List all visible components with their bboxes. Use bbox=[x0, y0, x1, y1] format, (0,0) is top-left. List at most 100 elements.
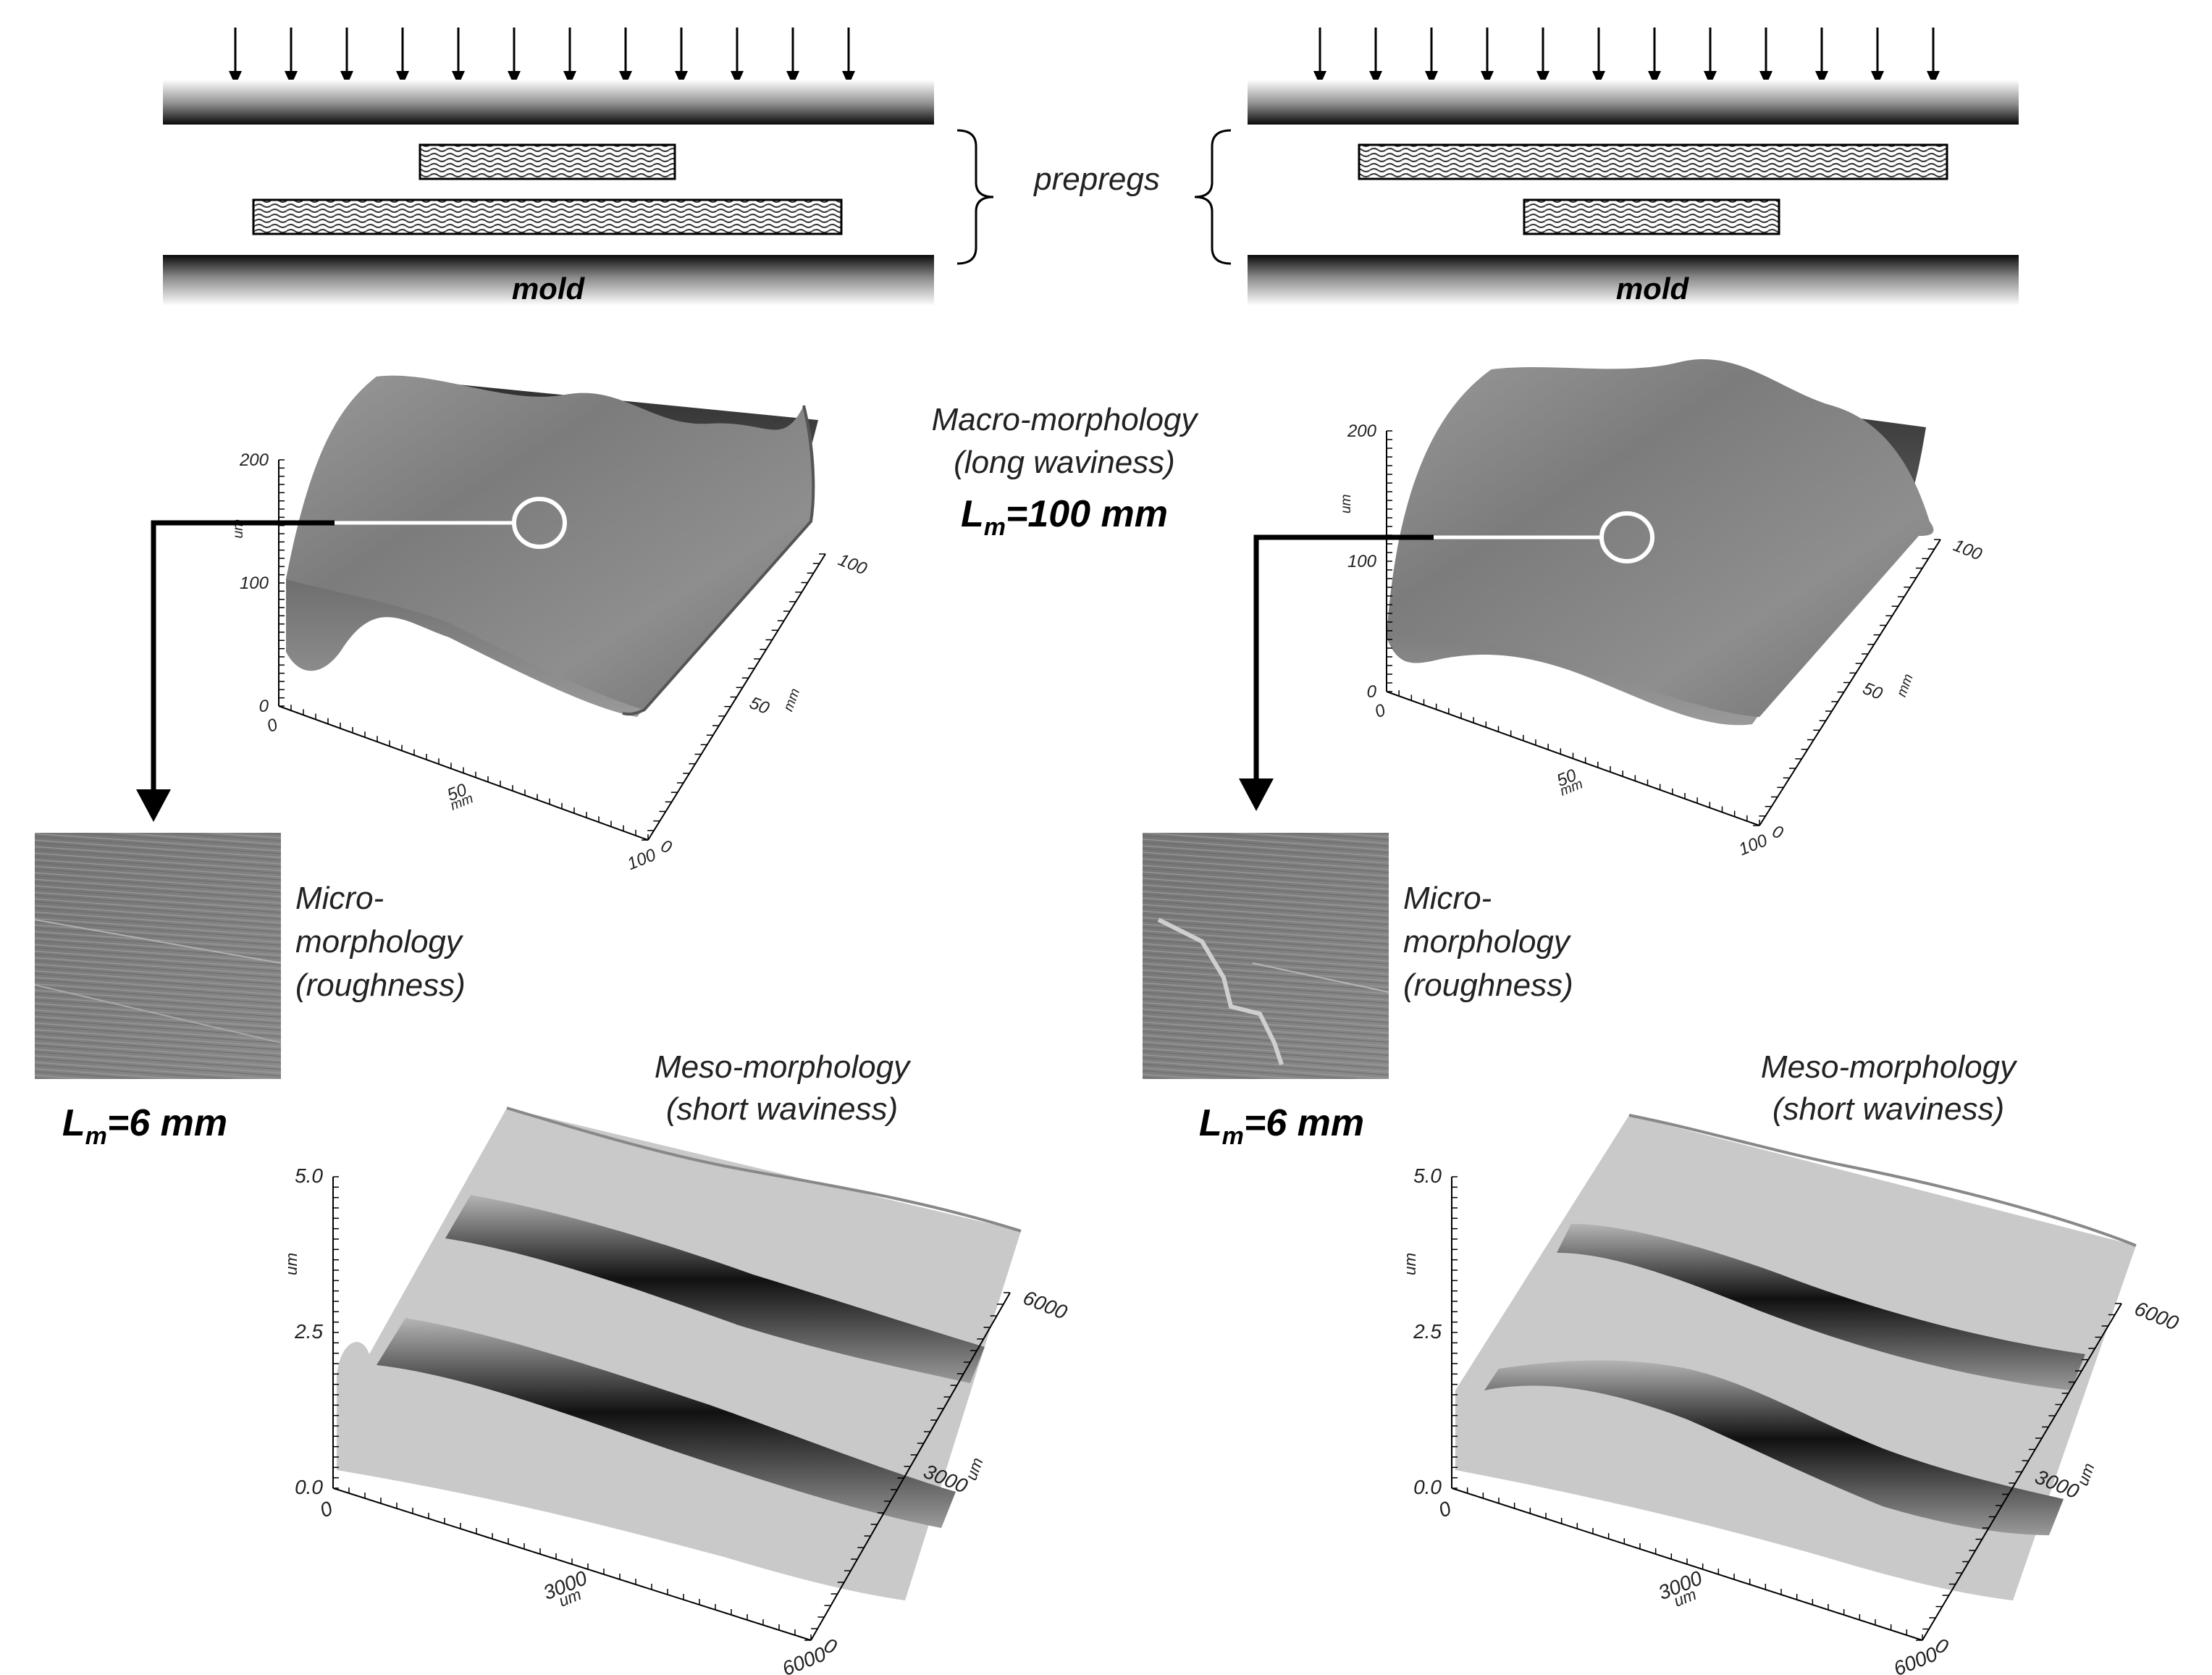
pressure-arrow-head bbox=[842, 71, 855, 85]
z-tick-label: 0.0 bbox=[295, 1476, 323, 1498]
x-tick-label: 100 bbox=[1736, 831, 1771, 860]
macro-caption: Macro-morphology (long waviness) Lm=100 … bbox=[932, 402, 1200, 541]
micro-caption-left: Micro- morphology (roughness) bbox=[295, 881, 466, 1003]
micro-image-right bbox=[1143, 833, 1389, 1079]
prepregs-label: prepregs bbox=[1033, 161, 1160, 197]
z-tick-label: 0.0 bbox=[1413, 1476, 1442, 1498]
y-tick-label: 50 bbox=[1860, 679, 1885, 704]
z-unit-label: um bbox=[1401, 1253, 1419, 1275]
meso-subtitle: (short waviness) bbox=[666, 1091, 898, 1127]
micro-measure-length-right: Lm=6 mm bbox=[1199, 1102, 1364, 1150]
pressure-arrow-head bbox=[1759, 71, 1772, 85]
upper-press-plate bbox=[163, 80, 934, 125]
y-tick-label: 6000 bbox=[1020, 1286, 1071, 1324]
y-tick-label: 0 bbox=[1770, 822, 1786, 844]
y-unit-label: um bbox=[2074, 1461, 2098, 1488]
meso-caption-right: Meso-morphology (short waviness) bbox=[1761, 1049, 2018, 1127]
meso-surface-right bbox=[1455, 1114, 2137, 1600]
pressure-arrow-head bbox=[1927, 71, 1940, 85]
brace-right-facing bbox=[956, 129, 994, 265]
pressure-arrows bbox=[229, 28, 855, 85]
prepreg-lower bbox=[252, 198, 843, 235]
z-unit-label: um bbox=[1339, 494, 1354, 513]
meso-subtitle: (short waviness) bbox=[1772, 1091, 2004, 1127]
z-tick-label: 0 bbox=[1367, 682, 1377, 702]
pressure-arrow-head bbox=[396, 71, 409, 85]
pressure-arrow-head bbox=[340, 71, 353, 85]
micro-line3: (roughness) bbox=[295, 967, 466, 1003]
micro-measure-length-left: Lm=6 mm bbox=[62, 1102, 227, 1150]
meso-title: Meso-morphology bbox=[1761, 1049, 2018, 1085]
z-tick-label: 0 bbox=[259, 697, 269, 716]
micro-line3: (roughness) bbox=[1403, 967, 1573, 1003]
mold-label: mold bbox=[512, 272, 586, 306]
prepreg-upper bbox=[1358, 143, 1948, 180]
x-tick-label: 0 bbox=[264, 715, 281, 736]
pressure-arrow-head bbox=[1536, 71, 1549, 85]
pressure-arrow-head bbox=[786, 71, 799, 85]
prepreg-upper bbox=[419, 143, 676, 180]
micro-caption-right: Micro- morphology (roughness) bbox=[1403, 881, 1573, 1003]
meso-dark-band bbox=[377, 1318, 956, 1528]
meso-dark-band bbox=[445, 1195, 985, 1383]
z-tick-label: 2.5 bbox=[1413, 1320, 1442, 1343]
y-tick-label: 100 bbox=[1951, 536, 1985, 565]
macro-subtitle: (long waviness) bbox=[954, 445, 1175, 480]
pressure-arrow-head bbox=[675, 71, 688, 85]
x-tick-label: 0 bbox=[1435, 1497, 1454, 1522]
y-tick-label: 0 bbox=[1933, 1634, 1951, 1659]
macro-title: Macro-morphology bbox=[932, 402, 1200, 437]
y-tick-label: 6000 bbox=[2132, 1297, 2182, 1335]
y-tick-label: 100 bbox=[836, 550, 870, 579]
z-tick-label: 5.0 bbox=[1413, 1164, 1442, 1187]
z-tick-label: 2.5 bbox=[294, 1320, 323, 1343]
x-tick-label: 0 bbox=[316, 1497, 335, 1522]
pressure-arrow-head bbox=[285, 71, 298, 85]
upper-press-plate bbox=[1248, 80, 2019, 125]
y-unit-label: um bbox=[962, 1456, 987, 1483]
mold-plate bbox=[1248, 255, 2019, 306]
meso-caption-left: Meso-morphology (short waviness) bbox=[655, 1049, 912, 1127]
x-tick-label: 100 bbox=[625, 845, 660, 874]
z-unit-label: um bbox=[282, 1253, 300, 1275]
macro-surface-left bbox=[286, 375, 818, 717]
leader-arrow-right bbox=[1239, 534, 1434, 811]
z-tick-label: 200 bbox=[239, 450, 269, 470]
mold-plate bbox=[163, 255, 934, 306]
macro-measure-length: Lm=100 mm bbox=[961, 493, 1168, 541]
pressure-arrow-head bbox=[452, 71, 465, 85]
micro-line2: morphology bbox=[1403, 924, 1572, 960]
micro-line1: Micro- bbox=[295, 881, 384, 916]
pressure-arrow-head bbox=[1704, 71, 1717, 85]
pressure-arrow-head bbox=[1369, 71, 1382, 85]
pressure-arrow-head bbox=[1871, 71, 1884, 85]
y-tick-label: 0 bbox=[821, 1634, 840, 1659]
x-tick-label: 6000 bbox=[1891, 1642, 1941, 1675]
meso-ridge-edge bbox=[506, 1107, 1022, 1233]
x-tick-label: 0 bbox=[1372, 700, 1389, 722]
pressure-arrow-head bbox=[619, 71, 632, 85]
z-tick-label: 100 bbox=[240, 574, 269, 593]
pressure-arrow-head bbox=[1313, 71, 1326, 85]
z-tick-label: 100 bbox=[1347, 552, 1377, 571]
meso-title: Meso-morphology bbox=[655, 1049, 912, 1085]
z-tick-label: 5.0 bbox=[295, 1164, 323, 1187]
pressure-arrow-head bbox=[563, 71, 576, 85]
x-tick-label: 6000 bbox=[779, 1642, 830, 1675]
pressure-arrow-head bbox=[1648, 71, 1661, 85]
pressure-arrows bbox=[1313, 28, 1940, 85]
pressure-arrow-head bbox=[229, 71, 242, 85]
meso-dark-band bbox=[1484, 1360, 2064, 1535]
mold-label: mold bbox=[1616, 272, 1690, 306]
prepreg-lower bbox=[1523, 198, 1780, 235]
pressure-arrow-head bbox=[1592, 71, 1605, 85]
pressure-arrow-head bbox=[508, 71, 521, 85]
layup-schematic-right: mold bbox=[1248, 28, 2019, 306]
y-unit-label: mm bbox=[1894, 672, 1917, 699]
layup-schematic-left: mold bbox=[163, 28, 934, 306]
macro-edge-right bbox=[622, 405, 815, 716]
meso-ridge-edge bbox=[1628, 1114, 2137, 1247]
macro-surface-right bbox=[1387, 358, 1934, 726]
pressure-arrow-head bbox=[1481, 71, 1494, 85]
